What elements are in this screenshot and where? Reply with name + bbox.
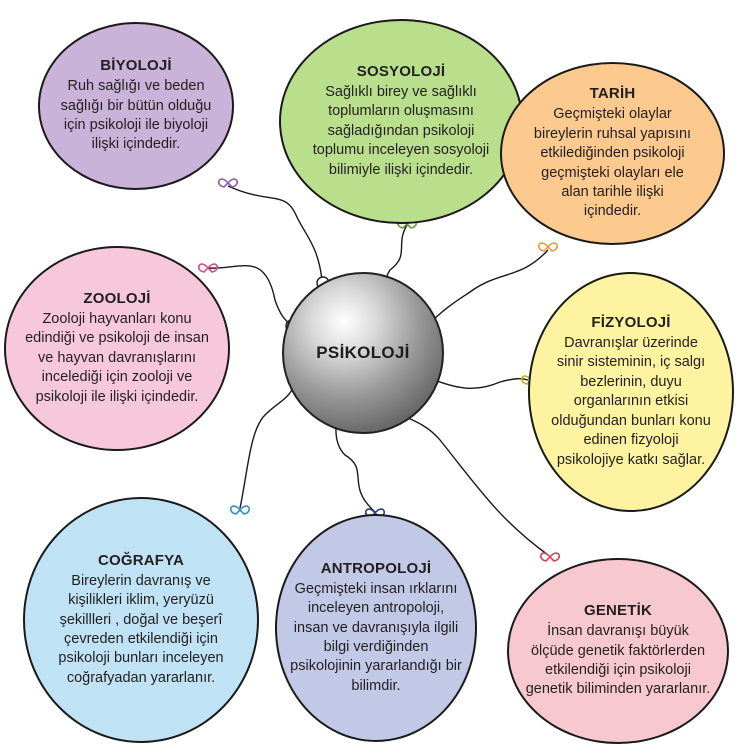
connector-fizyoloji (427, 377, 529, 389)
bubble-sosyoloji: SOSYOLOJİ Sağlıklı birey ve sağlıklı top… (279, 19, 523, 224)
connector-genetik (394, 411, 549, 556)
bow-tarih (537, 242, 559, 252)
bubble-title-biyoloji: BİYOLOJİ (100, 57, 172, 75)
connector-tarih (427, 249, 549, 326)
bubble-title-antropoloji: ANTROPOLOJİ (320, 559, 432, 577)
bow-biyoloji (217, 178, 239, 188)
bubble-title-fizyoloji: FİZYOLOJİ (591, 314, 671, 332)
center-label: PSİKOLOJİ (316, 343, 410, 362)
bubble-text-genetik: İnsan davranışı büyük ölçüde genetik fak… (525, 623, 711, 698)
bubble-text-fizyoloji: Davranışlar üzerinde sinir sisteminin, i… (551, 335, 711, 468)
bubble-antropoloji: ANTROPOLOJİ Geçmişteki insan ırklarını i… (275, 514, 477, 742)
bow-genetik (539, 552, 561, 562)
center-circle: PSİKOLOJİ (282, 272, 444, 434)
bubble-title-zooloji: ZOOLOJİ (83, 289, 151, 307)
bubble-text-biyoloji: Ruh sağlığı ve beden sağlığı bir bütün o… (60, 78, 212, 153)
bubble-cografya: COĞRAFYA Bireylerin davranış ve kişilikl… (23, 497, 259, 743)
connector-biyoloji (227, 185, 323, 281)
connector-cografya (239, 379, 297, 509)
bubble-title-genetik: GENETİK (583, 602, 653, 620)
bubble-title-sosyoloji: SOSYOLOJİ (356, 62, 446, 80)
connector-antropoloji (335, 417, 376, 513)
bubble-text-cografya: Bireylerin davranış ve kişilikleri iklim… (58, 572, 224, 686)
bubble-zooloji: ZOOLOJİ Zooloji hayvanları konu edindiği… (4, 246, 230, 451)
bubble-title-cografya: COĞRAFYA (97, 551, 185, 569)
bubble-text-zooloji: Zooloji hayvanları konu edindiği ve psik… (25, 310, 209, 405)
bubble-text-sosyoloji: Sağlıklı birey ve sağlıklı toplumların o… (312, 83, 490, 178)
bubble-text-antropoloji: Geçmişteki insan ırklarını inceleyen ant… (290, 580, 462, 694)
bubble-title-tarih: TARİH (589, 85, 636, 103)
connector-zooloji (207, 265, 292, 326)
bow-cografya (229, 505, 251, 515)
bow-zooloji (197, 263, 219, 273)
bubble-tarih: TARİH Geçmişteki olaylar bireylerin ruhs… (500, 62, 725, 245)
bubble-biyoloji: BİYOLOJİ Ruh sağlığı ve beden sağlığı bi… (38, 22, 234, 190)
bubble-text-tarih: Geçmişteki olaylar bireylerin ruhsal yap… (533, 106, 692, 220)
bubble-fizyoloji: FİZYOLOJİ Davranışlar üzerinde sinir sis… (528, 272, 734, 512)
bubble-genetik: GENETİK İnsan davranışı büyük ölçüde gen… (507, 558, 729, 744)
